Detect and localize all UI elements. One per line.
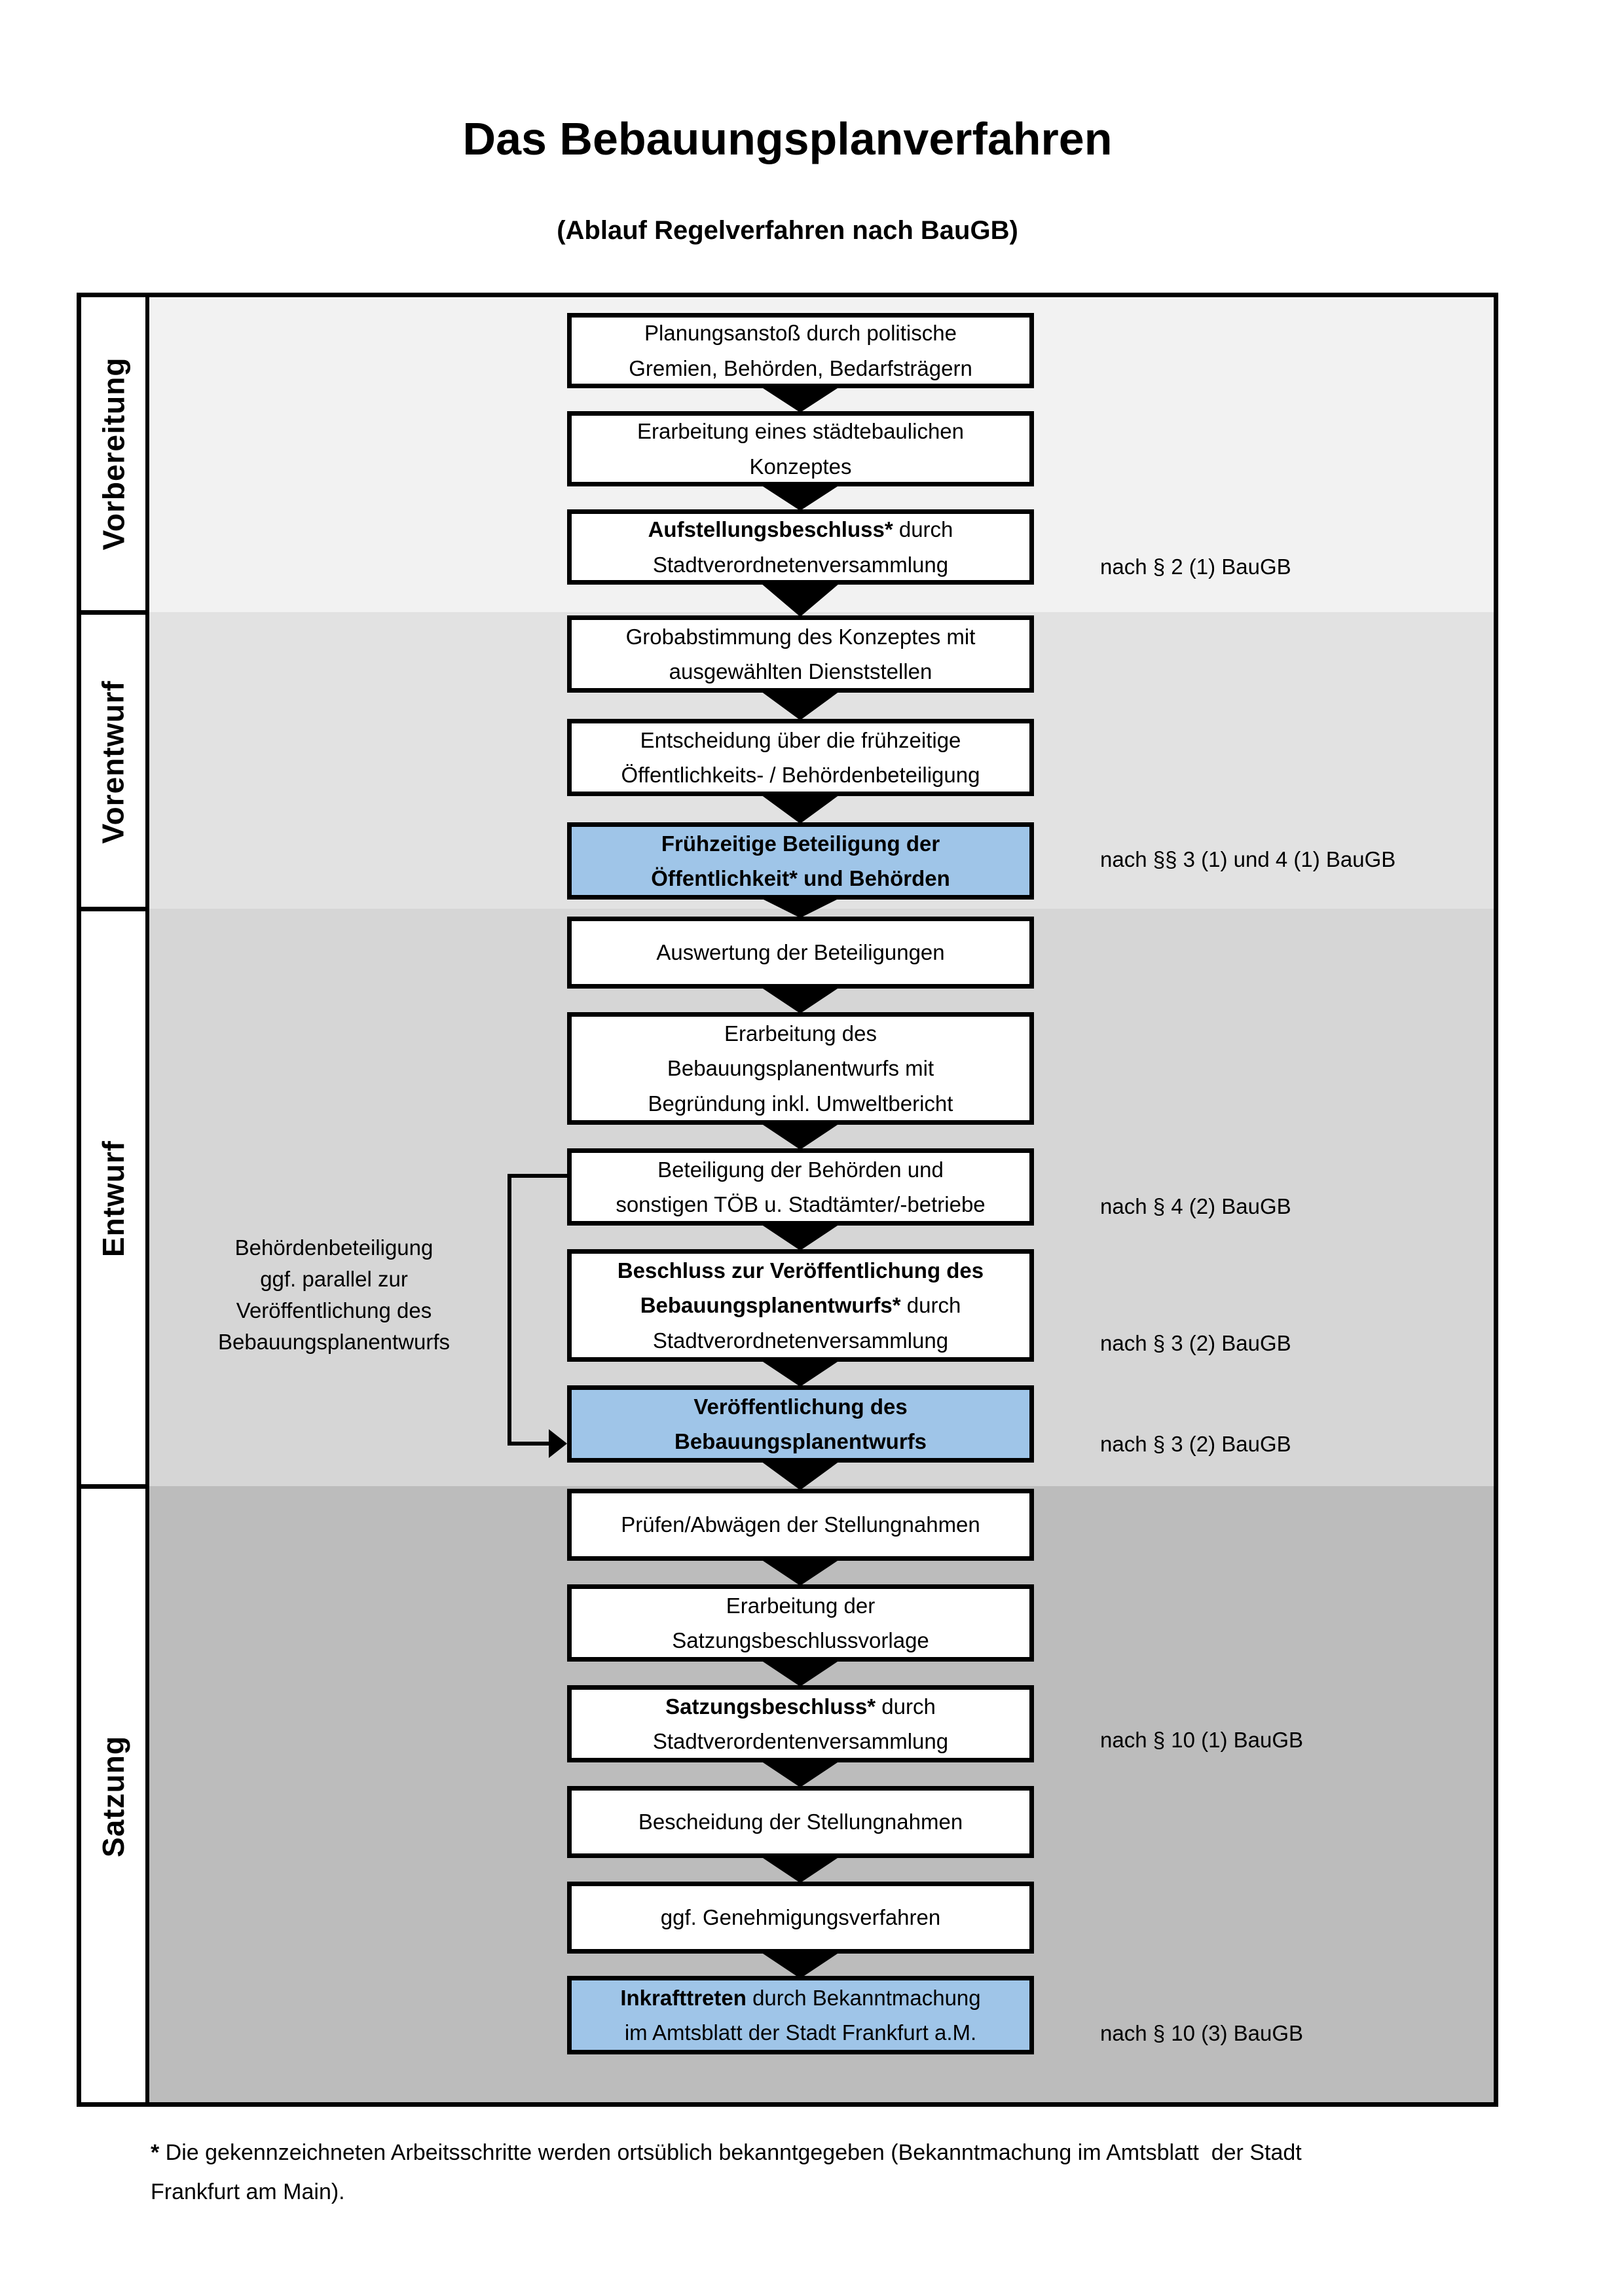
- law-ref-behoerdenbeteiligung: nach § 4 (2) BauGB: [1100, 1194, 1291, 1218]
- flow-arrow-down: [761, 583, 840, 617]
- law-ref-fruehzeitige-beteiligung: nach §§ 3 (1) und 4 (1) BauGB: [1100, 847, 1396, 871]
- step-inkrafttreten: Inkrafttreten durch Bekanntmachung im Am…: [567, 1976, 1034, 2054]
- step-staedtebauliches-konzept: Erarbeitung eines städtebaulichen Konzep…: [567, 411, 1034, 486]
- step-planungsanstoss: Planungsanstoß durch politische Gremien,…: [567, 313, 1034, 388]
- step-fruehzeitige-beteiligung: Frühzeitige Beteiligung der Öffentlichke…: [567, 822, 1034, 900]
- flow-arrow-down: [761, 898, 840, 918]
- flow-arrow-down: [761, 1461, 840, 1490]
- flow-arrow-down: [761, 1123, 840, 1150]
- parallel-connector-line-bottom: [507, 1442, 557, 1446]
- flow-arrow-down: [761, 1761, 840, 1787]
- flow-arrow-down: [761, 1224, 840, 1250]
- flow-arrow-down: [761, 1952, 840, 1978]
- law-ref-veroeffentlichung: nach § 3 (2) BauGB: [1100, 1432, 1291, 1456]
- flow-arrow-down: [761, 387, 840, 412]
- law-ref-veroeffentlichungsbeschluss: nach § 3 (2) BauGB: [1100, 1331, 1291, 1355]
- flowchart-frame: [77, 293, 1498, 2107]
- parallel-connector-line-vertical: [507, 1174, 511, 1446]
- step-veroeffentlichung: Veröffentlichung des Bebauungsplanentwur…: [567, 1385, 1034, 1463]
- footnote: * Die gekennzeichneten Arbeitsschritte w…: [151, 2140, 1302, 2204]
- page-subtitle: (Ablauf Regelverfahren nach BauGB): [557, 216, 1018, 245]
- phase-divider-line: [81, 907, 145, 911]
- step-entscheidung-beteiligung: Entscheidung über die frühzeitige Öffent…: [567, 719, 1034, 796]
- step-satzungsvorlage: Erarbeitung der Satzungsbeschlussvorlage: [567, 1584, 1034, 1662]
- step-auswertung: Auswertung der Beteiligungen: [567, 917, 1034, 989]
- law-ref-aufstellungsbeschluss: nach § 2 (1) BauGB: [1100, 555, 1291, 579]
- flow-arrow-down: [761, 987, 840, 1013]
- parallel-connector-arrowhead: [549, 1429, 567, 1458]
- step-veroeffentlichungsbeschluss: Beschluss zur Veröffentlichung des Bebau…: [567, 1249, 1034, 1362]
- parallel-connector-line-top: [507, 1174, 567, 1178]
- label-column-divider: [145, 297, 149, 2102]
- page-title: Das Bebauungsplanverfahren: [462, 113, 1113, 164]
- step-pruefen-abwaegen: Prüfen/Abwägen der Stellungnahmen: [567, 1489, 1034, 1561]
- step-grobabstimmung: Grobabstimmung des Konzeptes mit ausgewä…: [567, 615, 1034, 693]
- flow-arrow-down: [761, 485, 840, 511]
- flow-arrow-down: [761, 1857, 840, 1883]
- flow-arrow-down: [761, 691, 840, 720]
- phase-divider-line: [81, 610, 145, 615]
- flow-arrow-down: [761, 1360, 840, 1387]
- flow-arrow-down: [761, 1660, 840, 1686]
- phase-divider-line: [81, 1484, 145, 1489]
- flow-arrow-down: [761, 1559, 840, 1586]
- flow-arrow-down: [761, 795, 840, 824]
- step-bescheidung: Bescheidung der Stellungnahmen: [567, 1786, 1034, 1858]
- law-ref-satzungsbeschluss: nach § 10 (1) BauGB: [1100, 1728, 1304, 1752]
- side-note-behoerdenbeteiligung: Behördenbeteiligung ggf. parallel zur Ve…: [217, 1235, 451, 1354]
- step-aufstellungsbeschluss: Aufstellungsbeschluss* durch Stadtverord…: [567, 509, 1034, 585]
- law-ref-inkrafttreten: nach § 10 (3) BauGB: [1100, 2021, 1304, 2045]
- step-behoerdenbeteiligung: Beteiligung der Behörden und sonstigen T…: [567, 1148, 1034, 1226]
- step-bebauungsplanentwurf: Erarbeitung des Bebauungsplanentwurfs mi…: [567, 1012, 1034, 1125]
- step-satzungsbeschluss: Satzungsbeschluss* durch Stadtverordente…: [567, 1685, 1034, 1762]
- step-genehmigungsverfahren: ggf. Genehmigungsverfahren: [567, 1882, 1034, 1954]
